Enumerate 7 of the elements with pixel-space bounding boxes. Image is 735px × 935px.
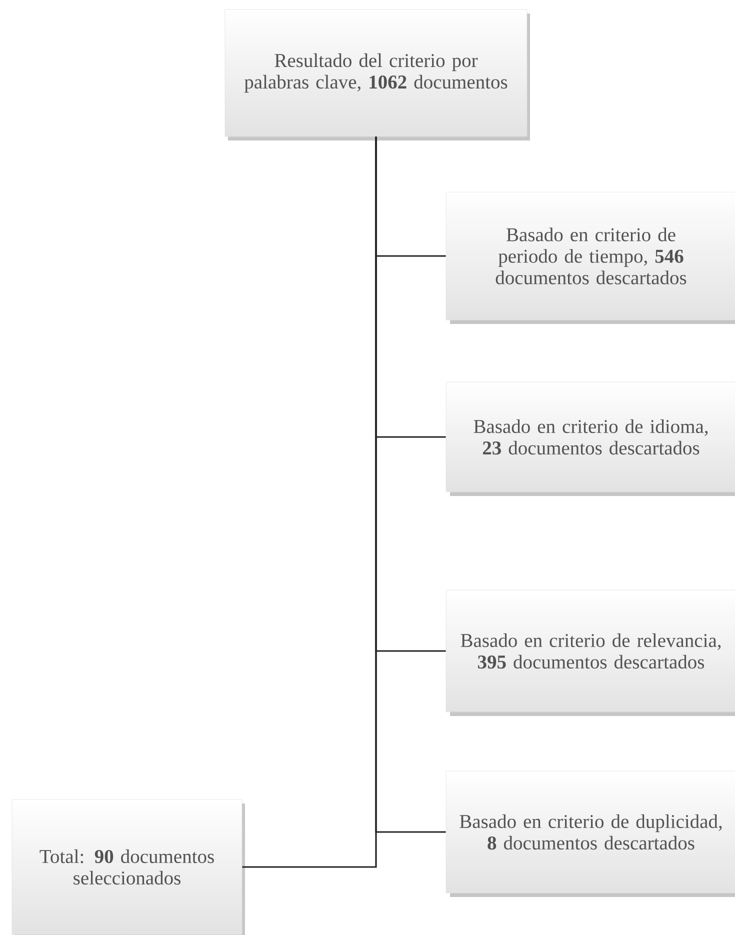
connector-line (242, 136, 377, 868)
process-box: Basado en criterio de relevancia, 395 documentos descartados (446, 590, 735, 716)
process-box: Basado en criterio de idioma, 23 documentos descartados (446, 382, 735, 496)
process-box: Basado en criterio de duplicidad, 8 documentos descartados (446, 770, 735, 897)
process-box: Basado en criterio de periodo de tiempo, 546 documentos descartados (446, 192, 735, 324)
process-box: Total: 90 documentos seleccionados (12, 799, 245, 935)
process-box: Resultado del criterio por palabras clave, 1062 documentos (224, 9, 530, 140)
